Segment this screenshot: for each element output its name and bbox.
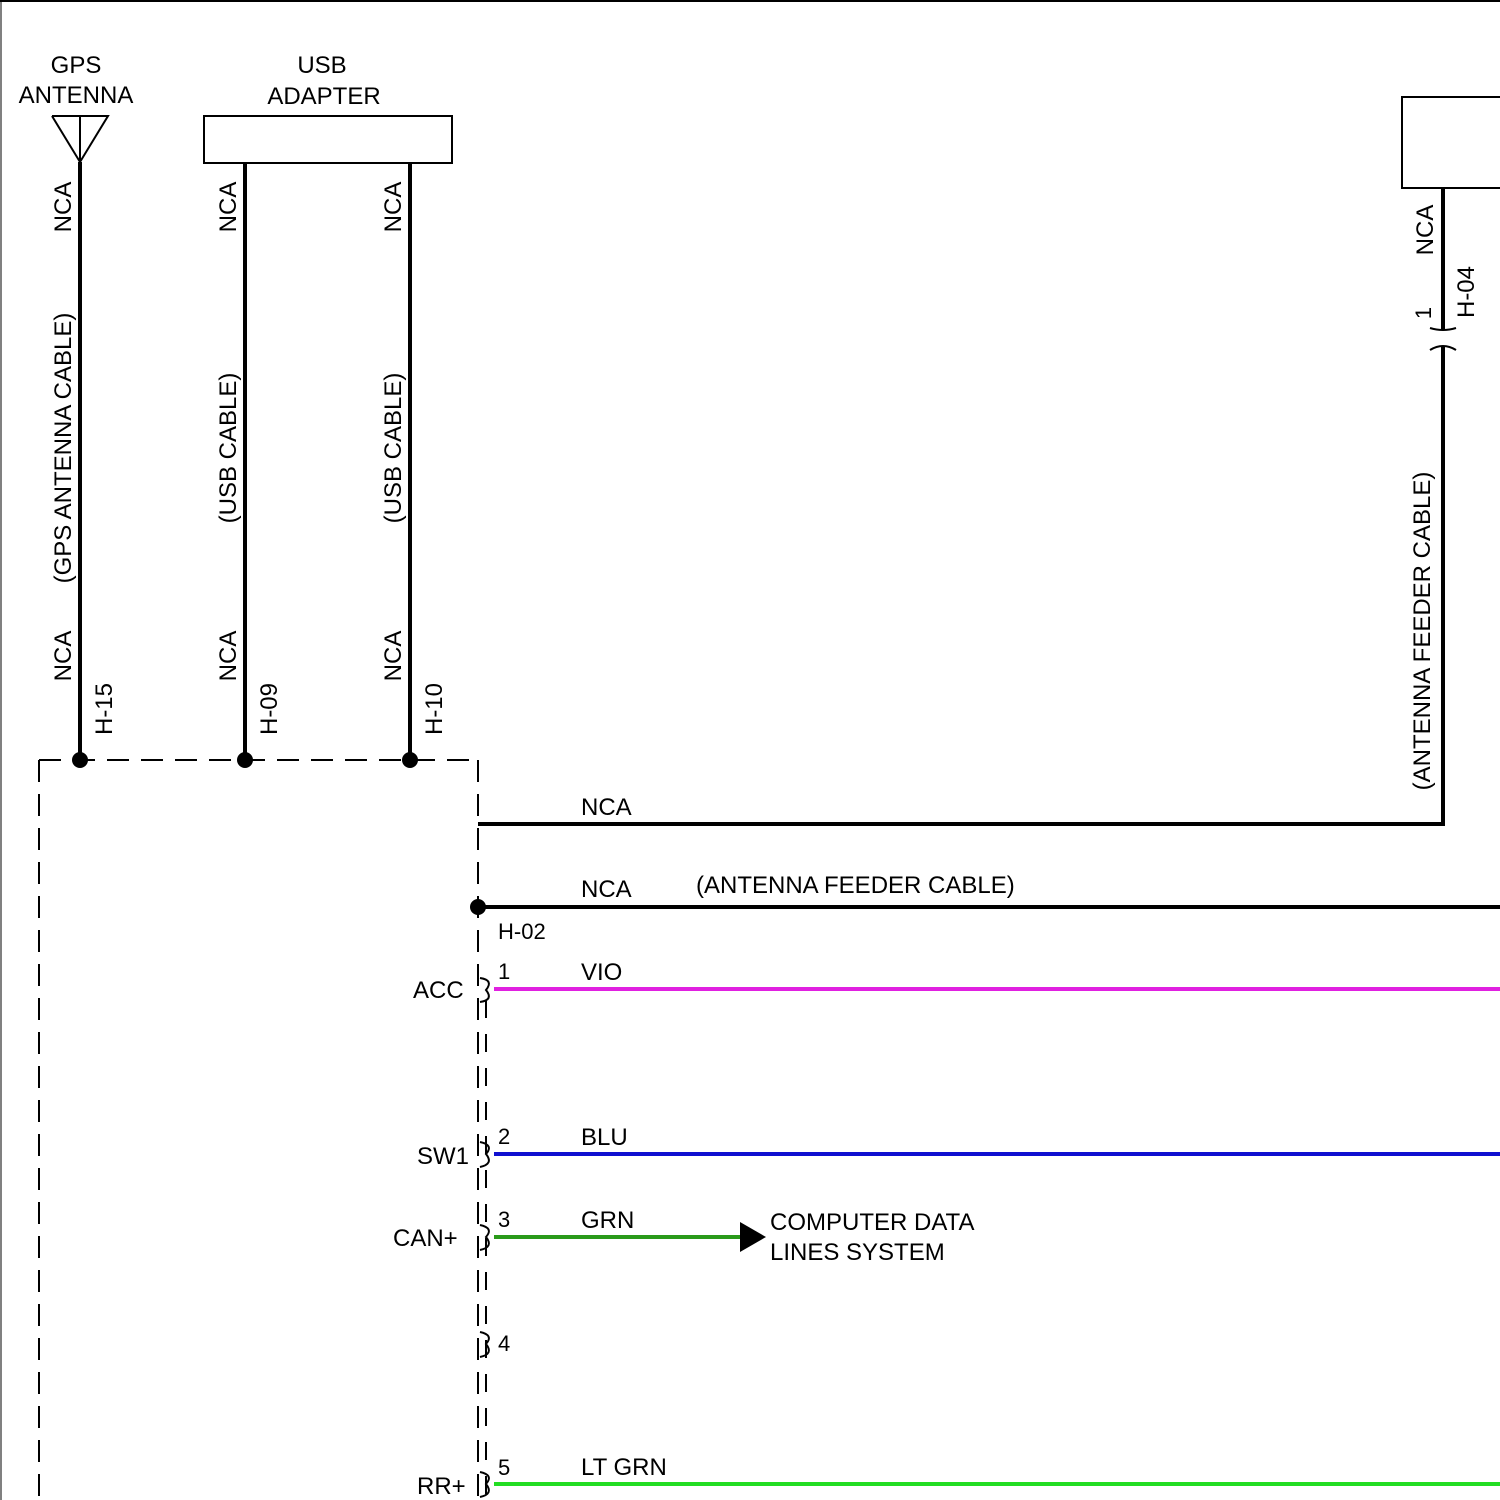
- splice-dot-h02: [470, 899, 486, 915]
- feeder-main-nca: NCA: [581, 876, 632, 903]
- connector-h04-symbol: [1430, 328, 1456, 350]
- gps-antenna-label-1: GPS: [51, 52, 102, 79]
- usb-cable-2-top-nca: NCA: [380, 182, 407, 233]
- pin-3-row: 3 CAN+ GRN COMPUTER DATA LINES SYSTEM: [393, 1207, 974, 1266]
- pin-2-signal: SW1: [417, 1143, 469, 1170]
- pin-5-number: 5: [498, 1455, 510, 1480]
- feeder-right-pin: 1: [1411, 307, 1436, 319]
- connector-h10: H-10: [421, 683, 448, 735]
- connector-h09: H-09: [256, 683, 283, 735]
- usb-cable-2-desc: (USB CABLE): [380, 373, 407, 524]
- pin-5-signal: RR+: [417, 1473, 466, 1500]
- pin-1-connector-symbol: [480, 978, 489, 1002]
- pin-4-number: 4: [498, 1331, 510, 1356]
- antenna-icon: [52, 116, 108, 162]
- gps-cable-desc: (GPS ANTENNA CABLE): [50, 313, 77, 584]
- pin-3-number: 3: [498, 1207, 510, 1232]
- pin-1-signal: ACC: [413, 977, 464, 1004]
- usb-cable-2-bottom-nca: NCA: [380, 631, 407, 682]
- usb-adapter-label-1: USB: [297, 52, 346, 79]
- pin-4-row: 4: [480, 1331, 510, 1357]
- connector-h02: H-02: [498, 919, 546, 944]
- pin-5-row: 5 RR+ LT GRN: [417, 1454, 1500, 1500]
- pin-2-row: 2 SW1 BLU: [417, 1124, 1500, 1170]
- pin-1-row: 1 ACC VIO: [413, 959, 1500, 1004]
- pin-3-color-code: GRN: [581, 1207, 634, 1234]
- usb-cable-1-top-nca: NCA: [215, 182, 242, 233]
- pin-5-connector-symbol: [480, 1472, 489, 1497]
- arrow-right-icon: [740, 1222, 766, 1252]
- pin-3-signal: CAN+: [393, 1225, 458, 1252]
- gps-antenna-label-2: ANTENNA: [19, 82, 134, 109]
- destination-label-2: LINES SYSTEM: [770, 1239, 945, 1266]
- usb-cable-1-bottom-nca: NCA: [215, 631, 242, 682]
- pin-2-connector-symbol: [480, 1142, 489, 1167]
- gps-cable-top-nca: NCA: [50, 182, 77, 233]
- feeder-main-desc: (ANTENNA FEEDER CABLE): [696, 872, 1015, 899]
- feeder-right-top-nca: NCA: [1412, 205, 1439, 256]
- pin-5-color-code: LT GRN: [581, 1454, 667, 1481]
- pin-1-color-code: VIO: [581, 959, 622, 986]
- usb-cable-1-desc: (USB CABLE): [215, 373, 242, 524]
- destination-label-1: COMPUTER DATA: [770, 1209, 974, 1236]
- pin-2-number: 2: [498, 1124, 510, 1149]
- connector-h04: H-04: [1453, 266, 1480, 318]
- pin-2-color-code: BLU: [581, 1124, 628, 1151]
- feeder-right-desc: (ANTENNA FEEDER CABLE): [1409, 472, 1436, 791]
- usb-adapter-label-2: ADAPTER: [267, 83, 380, 110]
- pin-1-number: 1: [498, 959, 510, 984]
- pin-4-connector-symbol: [480, 1332, 489, 1357]
- right-component-box: [1402, 97, 1500, 188]
- feeder-right-nca-label: NCA: [581, 794, 632, 821]
- connector-h15: H-15: [91, 683, 118, 735]
- usb-adapter-box: [204, 116, 452, 163]
- gps-cable-bottom-nca: NCA: [50, 631, 77, 682]
- pin-3-connector-symbol: [480, 1225, 489, 1250]
